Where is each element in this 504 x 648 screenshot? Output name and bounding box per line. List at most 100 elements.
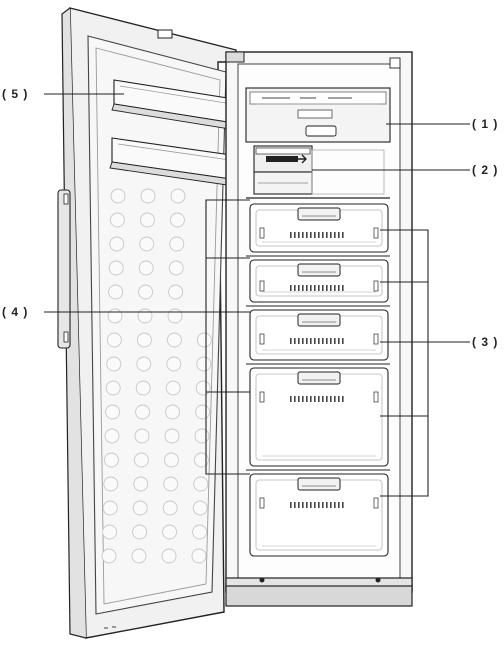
- door-dot: [166, 356, 182, 372]
- door-dot: [135, 380, 151, 396]
- drawer-vent-slot: [334, 338, 336, 344]
- drawer-vent-slot: [298, 232, 300, 238]
- door-dot: [133, 476, 149, 492]
- door-dot: [163, 476, 179, 492]
- door-dot: [192, 500, 208, 516]
- drawer-handle: [297, 477, 341, 491]
- drawer-vent-slot: [306, 338, 308, 344]
- door-dot: [137, 308, 153, 324]
- top-compartment: [245, 87, 391, 143]
- drawer-vent-slot: [306, 396, 308, 402]
- drawer-vent-slot: [302, 232, 304, 238]
- drawer-vent-slot: [334, 502, 336, 508]
- drawer-vent-slot: [290, 285, 292, 291]
- drawer-vent-slot: [318, 502, 320, 508]
- drawer-vent-slot: [342, 232, 344, 238]
- door-dot: [138, 284, 154, 300]
- door-dot: [132, 500, 148, 516]
- freezer-door: [57, 7, 241, 639]
- freezer-cabinet: [225, 51, 413, 607]
- door-dot: [134, 428, 150, 444]
- door-dot: [170, 188, 186, 204]
- drawer-vent-slot: [290, 232, 292, 238]
- door-bottom-marks: [104, 626, 116, 629]
- door-dot: [101, 548, 117, 564]
- drawer-vent-slot: [334, 285, 336, 291]
- drawer-vent-slot: [290, 338, 292, 344]
- drawer-vent-slot: [310, 396, 312, 402]
- door-dot: [168, 284, 184, 300]
- drawer-side-clip: [259, 227, 265, 239]
- door-dot: [139, 212, 155, 228]
- drawer-vent-slot: [338, 232, 340, 238]
- door-shelf-lower: [109, 137, 239, 187]
- drawer-vent-slot: [326, 285, 328, 291]
- cabinet-top-hinge: [225, 51, 245, 63]
- drawer-4: [249, 367, 389, 467]
- door-dot: [110, 188, 126, 204]
- drawer-side-clip: [373, 391, 379, 403]
- drawer-side-clip: [259, 333, 265, 345]
- drawer-vent-slot: [302, 285, 304, 291]
- drawer-vent-slot: [318, 338, 320, 344]
- drawer-vent-slot: [302, 502, 304, 508]
- callout-label-5: ( 5 ): [2, 87, 28, 101]
- door-dot: [106, 356, 122, 372]
- drawer-vent-slot: [342, 396, 344, 402]
- door-dot: [132, 524, 148, 540]
- drawer-vent-slot: [298, 285, 300, 291]
- door-dot: [165, 404, 181, 420]
- drawer-vent-slot: [338, 338, 340, 344]
- drawer-side-clip: [373, 497, 379, 509]
- callout-bracket-3: [380, 229, 470, 497]
- door-top-hinge: [157, 29, 173, 39]
- door-dot: [104, 428, 120, 444]
- drawer-vent-slot: [298, 502, 300, 508]
- door-dot: [138, 260, 154, 276]
- door-dot: [105, 404, 121, 420]
- door-dot: [191, 548, 207, 564]
- drawer-vent-slot: [318, 396, 320, 402]
- drawer-handle: [297, 263, 341, 277]
- drawer-vent-slot: [298, 396, 300, 402]
- drawer-vent-slot: [294, 502, 296, 508]
- drawer-vent-slot: [334, 232, 336, 238]
- drawer-vent-slot: [310, 502, 312, 508]
- door-dot: [166, 332, 182, 348]
- door-dot: [103, 452, 119, 468]
- door-dot: [136, 332, 152, 348]
- door-dot: [168, 260, 184, 276]
- drawer-vent-slot: [306, 502, 308, 508]
- door-dot: [195, 380, 211, 396]
- door-dot: [107, 308, 123, 324]
- glass-shelves: [246, 197, 390, 471]
- drawer-vent-slot: [326, 396, 328, 402]
- drawer-side-clip: [259, 280, 265, 292]
- drawers: [249, 203, 389, 557]
- callout-label-3: ( 3 ): [472, 335, 498, 349]
- door-gasket: [87, 35, 227, 615]
- drawer-vent-slot: [302, 338, 304, 344]
- door-dot: [193, 476, 209, 492]
- drawer-vent-slot: [338, 396, 340, 402]
- drawer-vent-slot: [314, 285, 316, 291]
- drawer-vent-slot: [314, 232, 316, 238]
- drawer-vent-slot: [294, 396, 296, 402]
- door-dot: [196, 356, 212, 372]
- drawer-side-clip: [259, 497, 265, 509]
- door-dot: [131, 548, 147, 564]
- door-dot: [169, 236, 185, 252]
- drawer-5: [249, 473, 389, 557]
- drawer-vent-slot: [310, 338, 312, 344]
- drawer-handle: [297, 371, 341, 385]
- drawer-vent-slot: [294, 232, 296, 238]
- drawer-body: [249, 203, 389, 253]
- door-dot: [192, 524, 208, 540]
- drawer-2: [249, 259, 389, 303]
- drawer-vent-slot: [338, 285, 340, 291]
- door-dot: [102, 500, 118, 516]
- drawer-vent-slot: [294, 285, 296, 291]
- drawer-vent-slot: [310, 285, 312, 291]
- door-dot: [108, 260, 124, 276]
- door-dot: [109, 212, 125, 228]
